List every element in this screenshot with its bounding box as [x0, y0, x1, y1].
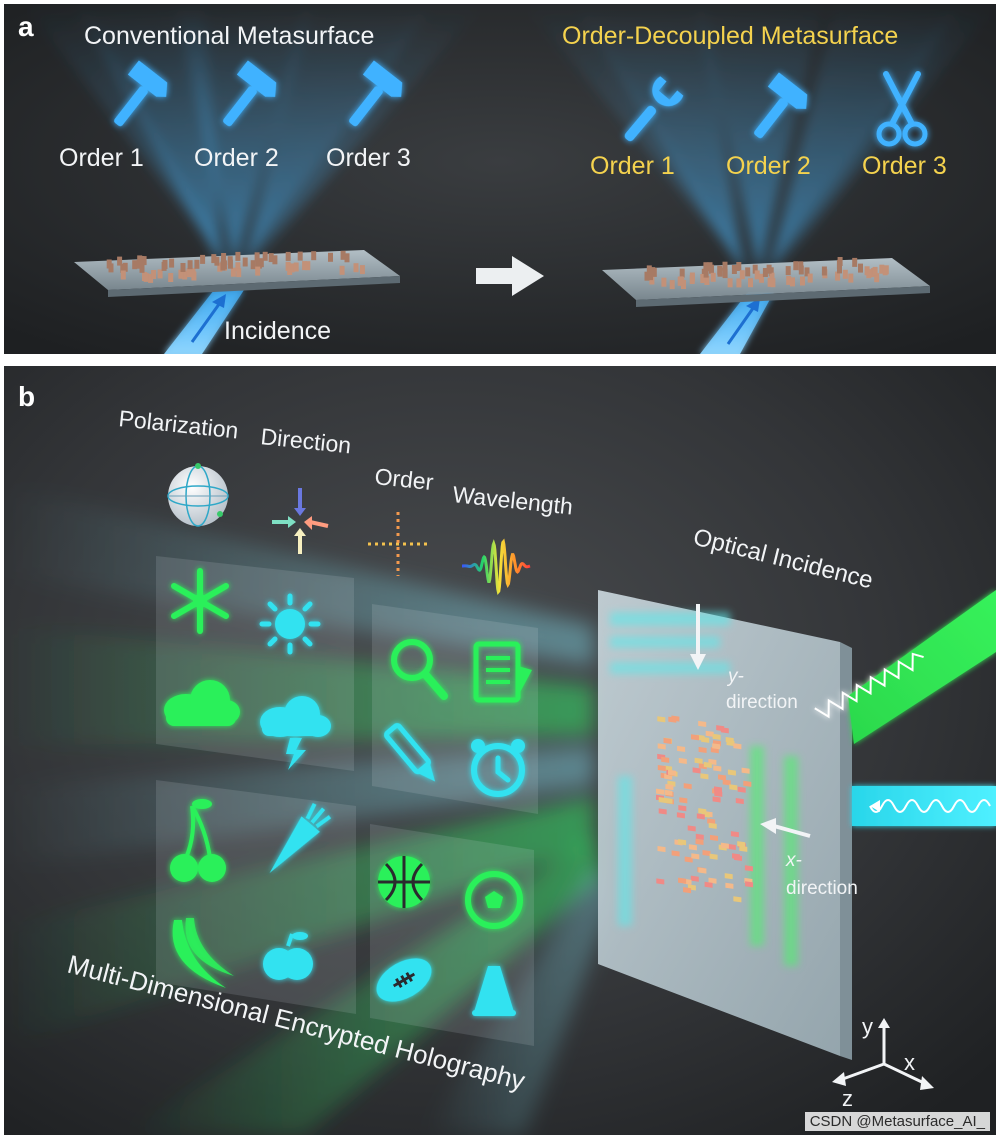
incident-arrow-left — [190, 299, 224, 343]
panel-a-illustration: a Conventional Metasurface Order-Decoupl… — [4, 4, 996, 354]
notebook-icon — [473, 641, 532, 703]
order-label-right-3: Order 3 — [862, 152, 947, 180]
y-direction-label-line1: y- — [726, 666, 744, 687]
storm-cloud-icon — [260, 696, 331, 770]
pen-icon — [384, 723, 436, 782]
hammer-icon — [114, 60, 168, 127]
direction-arrows-icon — [272, 488, 329, 554]
axis-label-z: z — [842, 1086, 853, 1111]
incident-arrow-right — [726, 303, 758, 345]
incidence-label: Incidence — [224, 317, 331, 345]
carrot-icon — [269, 802, 332, 874]
incident-arrowhead-right — [746, 298, 760, 312]
title-conventional: Conventional Metasurface — [84, 22, 374, 50]
y-direction-label-line2: direction — [726, 692, 798, 713]
panel-letter-a: a — [18, 11, 34, 42]
incident-arrowhead-left — [212, 294, 226, 308]
panel-b-illustration: b Polarization Direction Order Wavelengt… — [4, 366, 996, 1135]
order-label-right-2: Order 2 — [726, 152, 811, 180]
y-direction-arrow-icon — [690, 604, 706, 670]
hologram-tile-weather — [156, 556, 354, 771]
metasurface-right — [602, 257, 930, 307]
axis-label-y: y — [862, 1014, 873, 1039]
basketball-icon — [378, 856, 430, 908]
hologram-tile-office — [372, 604, 538, 814]
x-direction-label-line2: direction — [786, 878, 858, 899]
sun-icon — [259, 593, 321, 655]
apple-icon — [263, 932, 313, 980]
dimension-label-order: Order — [373, 463, 435, 495]
coordinate-axes — [832, 1018, 934, 1090]
order-cross-icon — [368, 512, 428, 576]
light-streaks — [4, 486, 614, 1135]
cherries-icon — [170, 799, 226, 882]
beams-left — [24, 4, 484, 266]
x-direction-label-line1: x- — [785, 850, 802, 871]
scissors-icon — [876, 71, 928, 147]
metasurface-plate — [598, 590, 852, 1060]
panel-letter-b: b — [18, 381, 35, 412]
cloud-icon — [164, 680, 240, 726]
cyan-incident-beam — [852, 786, 996, 826]
magnifier-icon — [391, 639, 448, 700]
order-label-right-1: Order 1 — [590, 152, 675, 180]
wavelength-wave-icon — [462, 538, 531, 596]
hammer-icon — [349, 60, 403, 127]
beams-right — [524, 4, 996, 272]
axis-label-x: x — [904, 1050, 915, 1075]
soccer-ball-icon — [465, 871, 523, 929]
panel-a: a Conventional Metasurface Order-Decoupl… — [4, 4, 996, 354]
panel-b: b Polarization Direction Order Wavelengt… — [4, 366, 996, 1135]
plate-nanopillars — [656, 715, 754, 903]
order-label-left-1: Order 1 — [59, 144, 144, 172]
watermark: CSDN @Metasurface_AI_ — [804, 1112, 990, 1131]
hammer-icon — [754, 72, 808, 139]
hammer-icon — [223, 60, 277, 127]
snowflake-icon — [171, 568, 229, 634]
x-direction-arrow-icon — [760, 818, 811, 838]
order-label-left-2: Order 2 — [194, 144, 279, 172]
poincare-sphere-icon — [167, 463, 229, 527]
football-icon — [376, 958, 432, 1002]
order-label-left-3: Order 3 — [326, 144, 411, 172]
transition-arrow-icon — [476, 256, 544, 296]
title-order-decoupled: Order-Decoupled Metasurface — [562, 22, 898, 50]
banana-icon — [172, 918, 234, 988]
alarm-clock-icon — [471, 739, 525, 797]
wrench-icon — [624, 76, 684, 142]
green-incident-beam — [814, 590, 996, 744]
megaphone-icon — [472, 966, 516, 1016]
metasurface-left — [74, 250, 400, 297]
